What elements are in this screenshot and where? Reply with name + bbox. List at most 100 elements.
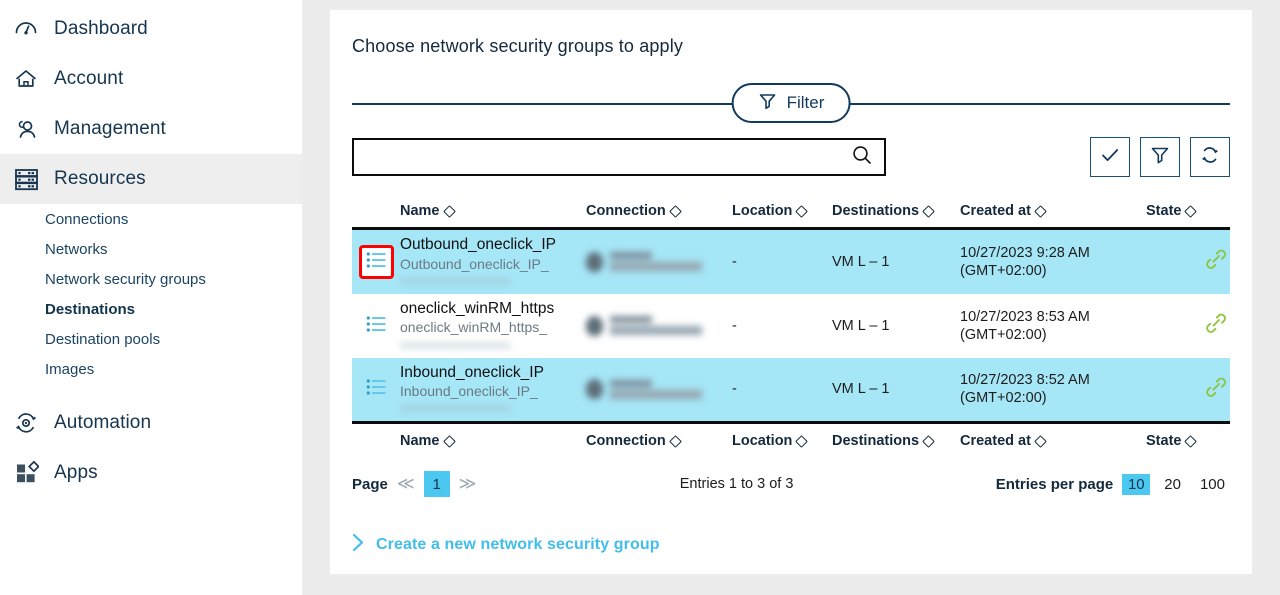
- column-header-state[interactable]: State: [1146, 197, 1230, 230]
- footer-header-state[interactable]: State: [1146, 421, 1230, 458]
- footer-header-location[interactable]: Location: [732, 421, 832, 458]
- created-at-tz: (GMT+02:00): [960, 262, 1047, 279]
- list-icon[interactable]: [366, 251, 387, 273]
- column-header-connection[interactable]: Connection: [586, 197, 732, 230]
- avatar: [586, 251, 603, 272]
- created-at-date: 10/27/2023 9:28 AM: [960, 244, 1090, 261]
- column-label: Connection: [586, 203, 666, 219]
- users-icon: [10, 113, 42, 145]
- sidebar-item-resources[interactable]: Resources: [0, 154, 302, 204]
- row-state-cell[interactable]: [1146, 228, 1230, 294]
- search-box[interactable]: [352, 138, 886, 176]
- sidebar-item-dashboard[interactable]: Dashboard: [0, 4, 302, 54]
- sort-diamond-icon[interactable]: [1034, 204, 1047, 218]
- connection-redacted: [586, 379, 732, 400]
- sidebar-subitem-label: Network security groups: [45, 270, 206, 288]
- sort-diamond-icon[interactable]: [795, 434, 809, 448]
- row-destinations-cell: VM L – 1: [832, 293, 960, 358]
- row-name: Outbound_oneclick_IP: [400, 236, 556, 253]
- sort-diamond-icon[interactable]: [922, 434, 935, 448]
- server-rack-icon: [10, 163, 42, 195]
- link-icon[interactable]: [1203, 377, 1230, 405]
- sidebar-item-label: Management: [54, 118, 166, 139]
- row-list-icon-cell[interactable]: [352, 228, 400, 294]
- table-header-row: Name Connection Location Destinations Cr: [352, 197, 1230, 230]
- table-row[interactable]: oneclick_winRM_https oneclick_winRM_http…: [352, 293, 1230, 358]
- column-header-destinations[interactable]: Destinations: [832, 197, 960, 230]
- pagination-left: Page ≪ 1 ≫: [352, 471, 477, 498]
- connection-redacted: [586, 315, 732, 336]
- page-number-1[interactable]: 1: [423, 471, 450, 498]
- link-icon[interactable]: [1203, 313, 1230, 341]
- footer-header-created-at[interactable]: Created at: [960, 421, 1146, 458]
- row-list-icon-cell[interactable]: [352, 293, 400, 358]
- sidebar-item-apps[interactable]: Apps: [0, 448, 302, 498]
- refresh-button[interactable]: [1190, 137, 1230, 177]
- column-header-name[interactable]: Name: [400, 197, 586, 230]
- list-icon[interactable]: [366, 378, 387, 400]
- created-at-date: 10/27/2023 8:53 AM: [960, 308, 1090, 325]
- sidebar-subitem-connections[interactable]: Connections: [0, 204, 302, 234]
- footer-header-name[interactable]: Name: [400, 421, 586, 458]
- column-label: State: [1146, 433, 1182, 450]
- filter-toggle-button[interactable]: Filter: [731, 83, 851, 123]
- sort-diamond-icon[interactable]: [1184, 204, 1198, 218]
- created-at-tz: (GMT+02:00): [960, 390, 1047, 407]
- apply-check-button[interactable]: [1090, 137, 1130, 177]
- create-network-security-group-link[interactable]: Create a new network security group: [352, 533, 1230, 557]
- table-body: Outbound_oneclick_IP Outbound_oneclick_I…: [352, 228, 1230, 423]
- table-row[interactable]: Inbound_oneclick_IP Inbound_oneclick_IP_…: [352, 357, 1230, 423]
- list-icon-wrap: [366, 315, 387, 337]
- search-icon[interactable]: [850, 143, 874, 172]
- column-header-created-at[interactable]: Created at: [960, 197, 1146, 230]
- sort-diamond-icon[interactable]: [1034, 434, 1047, 448]
- sort-diamond-icon[interactable]: [668, 204, 682, 218]
- column-label: State: [1146, 203, 1182, 219]
- sidebar-subitem-network-security-groups[interactable]: Network security groups: [0, 264, 302, 294]
- footer-header-destinations[interactable]: Destinations: [832, 421, 960, 458]
- entries-per-page-label: Entries per page: [995, 475, 1114, 493]
- created-at-tz: (GMT+02:00): [960, 326, 1047, 343]
- filter-button[interactable]: [1140, 137, 1180, 177]
- table-row[interactable]: Outbound_oneclick_IP Outbound_oneclick_I…: [352, 228, 1230, 294]
- sort-diamond-icon[interactable]: [795, 204, 809, 218]
- last-page-button[interactable]: ≫: [458, 474, 477, 494]
- footer-header-connection[interactable]: Connection: [586, 421, 732, 458]
- page-size-20[interactable]: 20: [1164, 475, 1181, 493]
- create-link-label: Create a new network security group: [376, 536, 660, 554]
- sort-diamond-icon[interactable]: [922, 204, 935, 218]
- content-card: Choose network security groups to apply …: [330, 10, 1252, 574]
- first-page-button[interactable]: ≪: [396, 474, 415, 494]
- entries-summary: Entries 1 to 3 of 3: [679, 476, 794, 493]
- sidebar-item-automation[interactable]: Automation: [0, 398, 302, 448]
- main-content: Choose network security groups to apply …: [302, 0, 1280, 595]
- search-input[interactable]: [366, 148, 850, 166]
- funnel-icon: [758, 91, 778, 116]
- page-size-100[interactable]: 100: [1199, 475, 1225, 493]
- sidebar-subitem-images[interactable]: Images: [0, 354, 302, 384]
- connection-redacted: [586, 251, 732, 272]
- link-icon[interactable]: [1203, 250, 1230, 277]
- sidebar-subitem-networks[interactable]: Networks: [0, 234, 302, 264]
- row-location-cell: -: [732, 293, 832, 358]
- row-list-icon-cell[interactable]: [352, 357, 400, 423]
- sidebar-subitem-destinations[interactable]: Destinations: [0, 294, 302, 324]
- list-icon[interactable]: [366, 315, 387, 337]
- created-at-date: 10/27/2023 8:52 AM: [960, 372, 1090, 389]
- page-size-10[interactable]: 10: [1122, 473, 1151, 495]
- home-icon: [10, 63, 42, 95]
- sort-diamond-icon[interactable]: [668, 434, 682, 448]
- sidebar-item-account[interactable]: Account: [0, 54, 302, 104]
- table-head: Name Connection Location Destinations Cr: [352, 197, 1230, 230]
- page-title: Choose network security groups to apply: [352, 36, 684, 56]
- list-icon-wrap: [366, 378, 387, 400]
- column-header-location[interactable]: Location: [732, 197, 832, 230]
- sort-diamond-icon[interactable]: [1184, 434, 1198, 448]
- sidebar-subitem-destination-pools[interactable]: Destination pools: [0, 324, 302, 354]
- row-name: oneclick_winRM_https: [400, 299, 555, 317]
- row-state-cell[interactable]: [1146, 357, 1230, 423]
- row-state-cell[interactable]: [1146, 293, 1230, 358]
- sort-diamond-icon[interactable]: [442, 204, 456, 218]
- sort-diamond-icon[interactable]: [442, 434, 456, 448]
- sidebar-item-management[interactable]: Management: [0, 104, 302, 154]
